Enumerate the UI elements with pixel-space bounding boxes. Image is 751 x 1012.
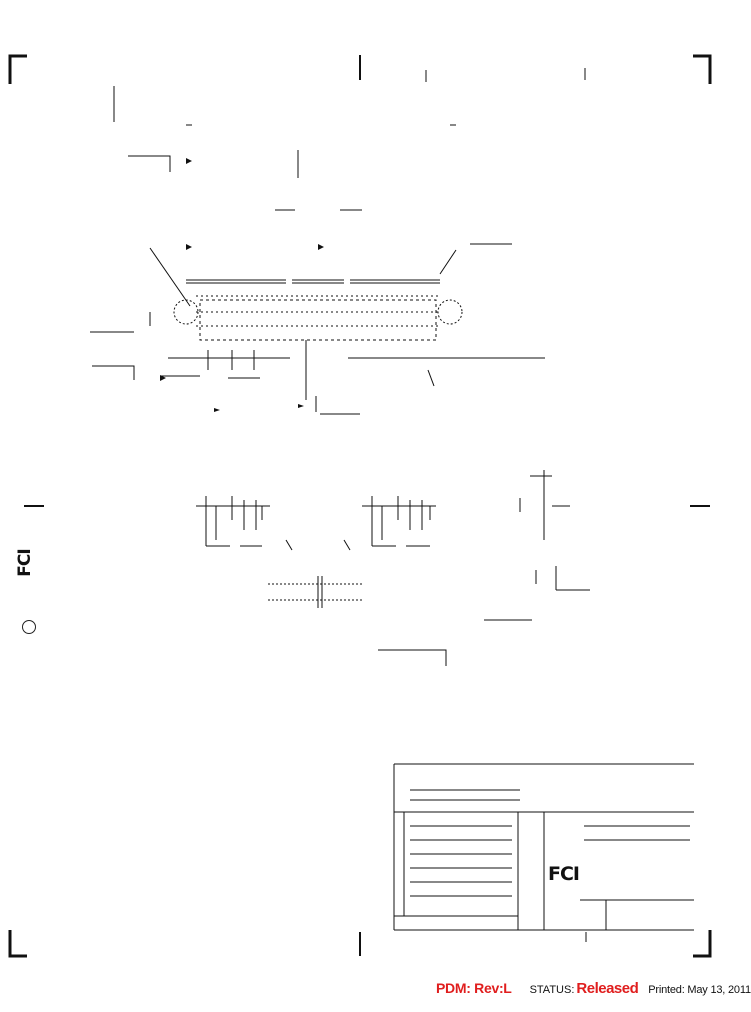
detail-view-right xyxy=(519,470,590,591)
pdm-rev: PDM: Rev:L xyxy=(436,980,512,996)
side-logo-mark-icon xyxy=(22,620,36,634)
bottom-pin-strip xyxy=(268,583,364,601)
title-block xyxy=(393,763,694,931)
frame-corners xyxy=(8,54,712,958)
engineering-drawing xyxy=(8,54,712,958)
title-block-logo: FCI xyxy=(548,863,580,885)
footer-status: PDM: Rev:L STATUS: Released Printed: May… xyxy=(436,980,751,1002)
side-view-left xyxy=(196,496,293,551)
status-label: STATUS: xyxy=(529,984,575,996)
side-logo: FCI xyxy=(15,549,35,577)
status-value: Released xyxy=(576,980,639,997)
side-view-right xyxy=(343,496,436,551)
printed-date: Printed: May 13, 2011 xyxy=(648,984,751,996)
